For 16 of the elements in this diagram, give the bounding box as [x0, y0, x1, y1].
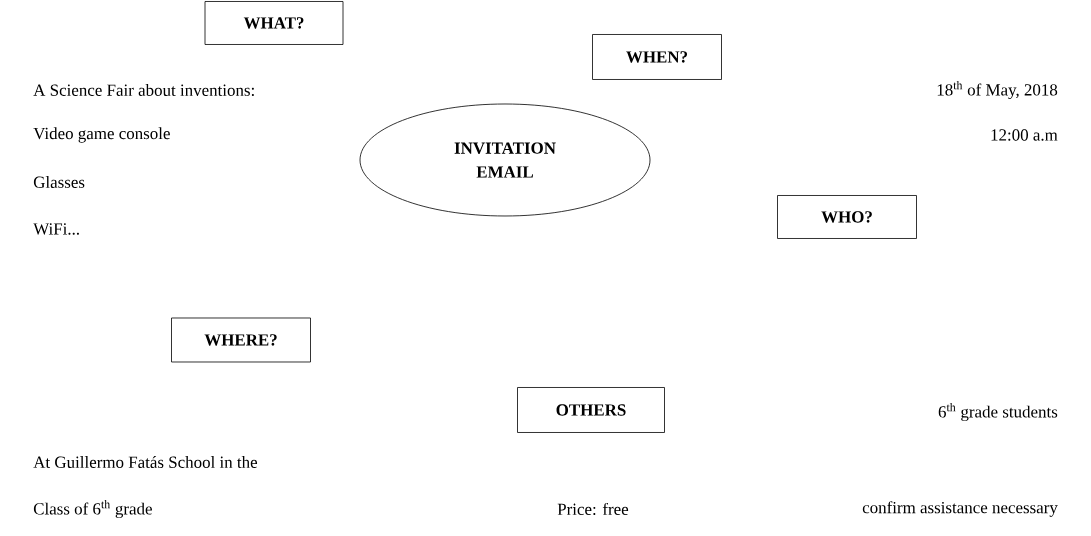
note-text: 12:00 a.m — [991, 129, 1058, 141]
heading-box: WHAT? — [204, 1, 344, 45]
note-text: At Guillermo Fatás School in the — [33, 456, 258, 468]
note-text: confirm assistance necessary — [862, 501, 1058, 517]
note-text: Class of 6$^{th}$ grade — [33, 499, 152, 519]
note-text: Price: free — [557, 502, 629, 516]
note-text: 6$^{th}$ grade students — [938, 402, 1058, 422]
note-text: 18$^{th}$ of May, 2018 — [937, 80, 1058, 100]
note-text: Video game console — [33, 127, 170, 143]
note-text: A Science Fair about inventions: — [33, 84, 254, 96]
heading-box: WHEN? — [592, 34, 722, 80]
note-text: Glasses — [33, 176, 85, 188]
heading-box: WHO? — [777, 195, 917, 239]
note-text: WiFi... — [33, 223, 79, 235]
heading-box: WHERE? — [171, 317, 311, 363]
heading-box: OTHERS — [517, 387, 665, 433]
